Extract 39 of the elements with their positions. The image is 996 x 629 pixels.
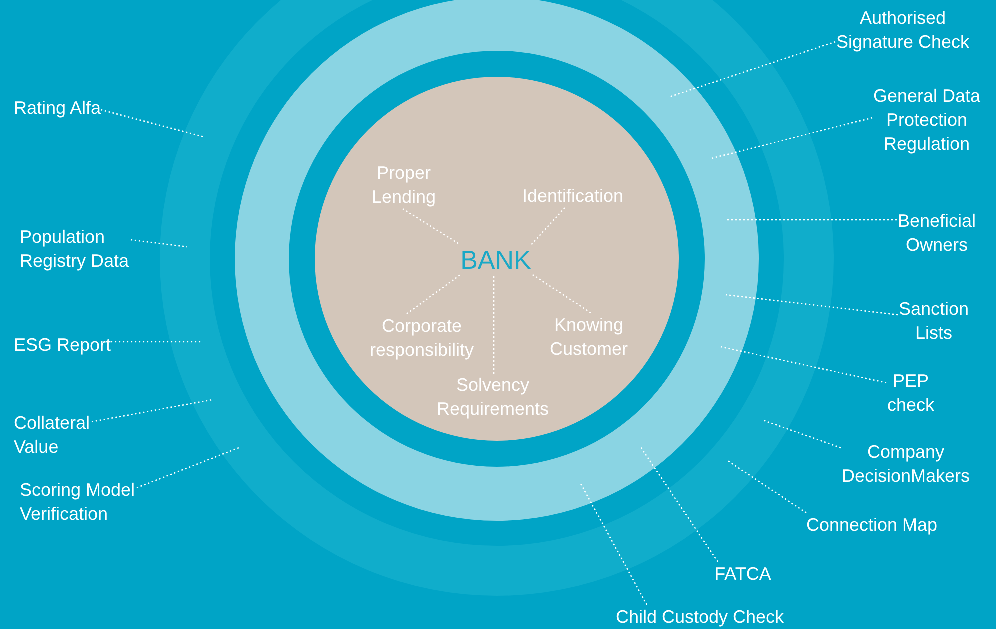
leader-line	[710, 117, 873, 160]
item-label: Proper Lending	[371, 161, 437, 209]
leader-line	[493, 276, 495, 374]
leader-line	[100, 109, 204, 138]
item-label: Company DecisionMakers	[841, 440, 971, 488]
leader-line	[726, 294, 898, 316]
leader-line	[130, 239, 188, 248]
leader-line	[406, 274, 461, 315]
item-label: Identification	[522, 184, 624, 208]
item-label: Collateral Value	[14, 411, 92, 459]
leader-line	[111, 341, 202, 343]
item-label: ESG Report	[14, 333, 112, 357]
leader-line	[727, 219, 897, 221]
item-label: Connection Map	[806, 513, 938, 537]
item-label: PEP check	[886, 369, 936, 417]
item-label: Rating Alfa	[14, 96, 102, 120]
item-label: Scoring Model Verification	[20, 478, 137, 526]
leader-line	[531, 273, 592, 314]
item-label: General Data Protection Regulation	[872, 84, 982, 156]
leader-line	[670, 41, 836, 98]
leader-line	[136, 447, 240, 489]
leader-line	[762, 419, 842, 449]
leader-line	[402, 208, 461, 246]
item-label: Population Registry Data	[20, 225, 131, 273]
leader-line	[720, 346, 887, 384]
item-label: Corporate responsibility	[369, 314, 475, 362]
item-label: Authorised Signature Check	[836, 6, 970, 54]
item-label: Beneficial Owners	[897, 209, 977, 257]
leader-line	[530, 208, 566, 246]
item-label: Knowing Customer	[549, 313, 629, 361]
item-label: Sanction Lists	[898, 297, 970, 345]
item-label: Child Custody Check	[616, 605, 784, 629]
leader-line	[639, 446, 719, 562]
item-label: Solvency Requirements	[436, 373, 550, 421]
leader-line	[92, 399, 212, 423]
leader-line	[580, 484, 648, 606]
center-title: BANK	[460, 244, 532, 276]
item-label: FATCA	[714, 562, 772, 586]
leader-line	[728, 460, 807, 514]
